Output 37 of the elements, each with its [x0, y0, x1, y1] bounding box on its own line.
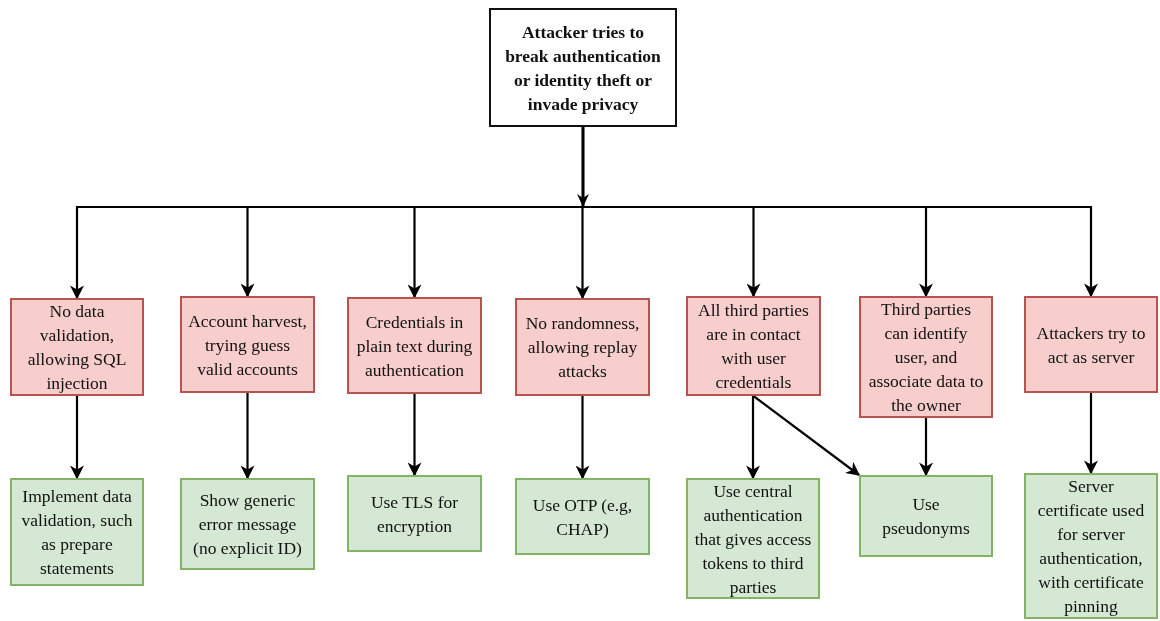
threat-box: [686, 296, 821, 396]
node-text: Show generic error message (no explicit ID): [192, 489, 303, 560]
countermeasure-box: [347, 475, 482, 552]
node-text: Use OTP (e.g, CHAP): [531, 493, 634, 541]
countermeasure-box: [1024, 473, 1158, 619]
threat-box: [347, 297, 482, 394]
node-text: Attacker tries to break authentication or identity theft or invade privacy: [505, 20, 661, 116]
node-text: Server certificate used for server authentication, with certificate pinning: [1036, 475, 1146, 618]
node-text: Third parties can identify user, and associate data to the owner: [867, 298, 985, 417]
arrow: [70, 396, 84, 480]
threat-box: [180, 296, 315, 393]
countermeasure-box: [10, 478, 144, 586]
node-text: No data validation, allowing SQL injection: [26, 300, 128, 395]
node-text: Attackers try to act as server: [1035, 321, 1147, 369]
threat-box: [10, 298, 144, 396]
arrow: [581, 127, 1098, 298]
threat-box: [515, 298, 650, 396]
countermeasure-box: [515, 478, 650, 555]
node-text: Use pseudonyms: [881, 493, 971, 540]
arrow: [575, 396, 590, 480]
arrow: [752, 395, 861, 476]
countermeasure-box: [859, 475, 993, 557]
node-text: All third parties are in contact with user credentials: [697, 299, 810, 394]
node-text: Credentials in plain text during authentication: [355, 310, 474, 382]
node-text: No randomness, allowing replay attacks: [524, 312, 641, 383]
goal-box: [489, 8, 677, 127]
countermeasure-box: [180, 478, 315, 570]
arrow: [1084, 393, 1098, 475]
node-text: Use central authentication that gives access tokens to third parties: [694, 479, 812, 599]
arrow: [407, 394, 422, 477]
threat-box: [1024, 296, 1158, 393]
node-text: Implement data validation, such as prepare statements: [20, 485, 134, 580]
node-text: Account harvest, trying guess valid accounts: [188, 309, 307, 381]
arrow: [240, 393, 255, 480]
arrow: [746, 396, 760, 480]
node-text: Use TLS for encryption: [369, 490, 460, 538]
arrow: [919, 418, 933, 477]
